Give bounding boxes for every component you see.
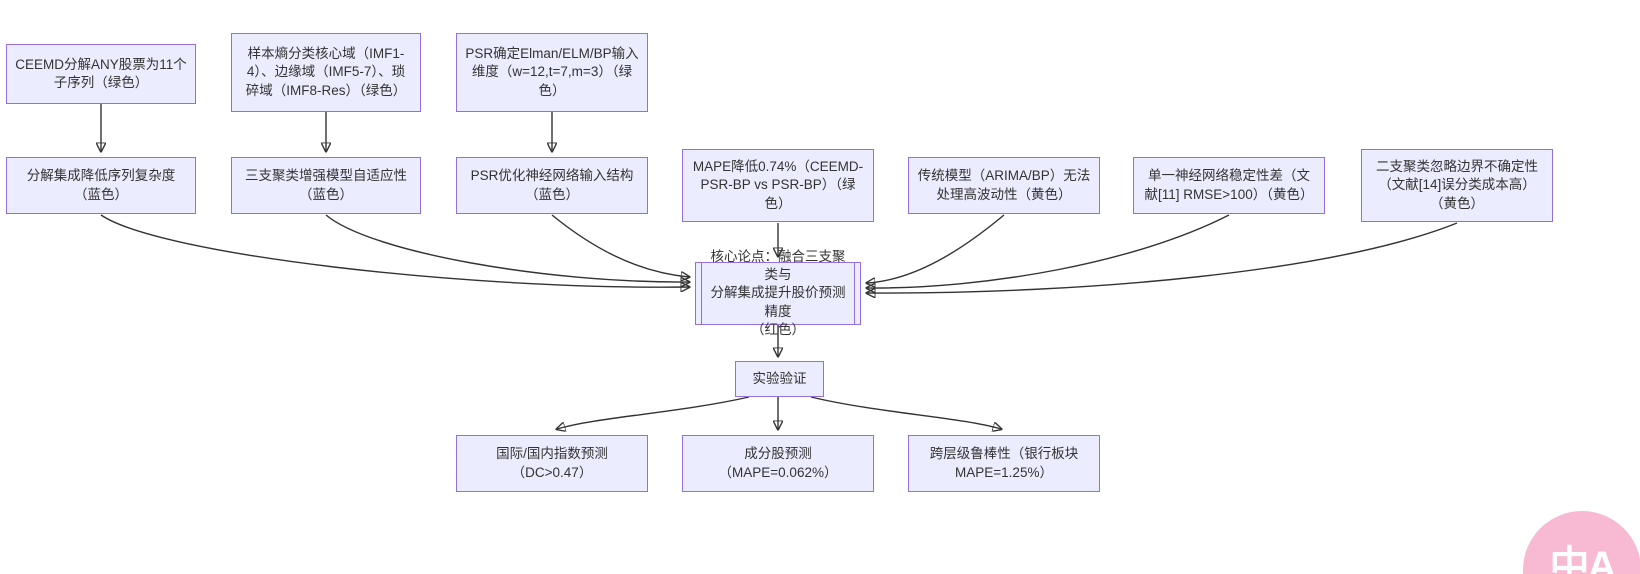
node-traditional-label: 传统模型（ARIMA/BP）无法 处理高波动性（黄色） (917, 168, 1091, 202)
node-experiment: 实验验证 (735, 361, 824, 397)
edge-psropt-core (551, 214, 689, 277)
node-psr-dim: PSR确定Elman/ELM/BP输入 维度（w=12,t=7,m=3）（绿 色… (456, 33, 648, 112)
node-experiment-label: 实验验证 (752, 370, 807, 386)
node-threeway: 三支聚类增强模型自适应性 （蓝色） (231, 157, 421, 214)
node-decomp-label: 分解集成降低序列复杂度 （蓝色） (26, 168, 176, 202)
edge-traditional-core (867, 214, 1005, 283)
edge-threeway-core (325, 214, 689, 282)
node-psr-opt-label: PSR优化神经网络输入结构 （蓝色） (470, 168, 634, 202)
node-psr-dim-label: PSR确定Elman/ELM/BP输入 维度（w=12,t=7,m=3）（绿 色… (465, 46, 639, 98)
node-traditional: 传统模型（ARIMA/BP）无法 处理高波动性（黄色） (908, 157, 1100, 214)
edge-decomp-core (100, 214, 689, 287)
node-mape-label: MAPE降低0.74%（CEEMD- PSR-BP vs PSR-BP）（绿 色… (692, 159, 864, 211)
edge-experiment-robust (810, 396, 1001, 429)
edge-experiment-indexpred (557, 396, 750, 429)
node-psr-opt: PSR优化神经网络输入结构 （蓝色） (456, 157, 648, 214)
node-ceemd-label: CEEMD分解ANY股票为11个 子序列（绿色） (15, 56, 187, 90)
node-sampen-label: 样本熵分类核心域（IMF1- 4）、边缘域（IMF5-7）、琐 碎域（IMF8-… (245, 46, 407, 98)
node-stock-pred: 成分股预测 （MAPE=0.062%） (682, 435, 874, 492)
node-index-pred: 国际/国内指数预测 （DC>0.47） (456, 435, 648, 492)
translate-badge-icon: 中A (1549, 544, 1617, 574)
node-core-thesis: 核心论点：融合三支聚类与 分解集成提升股价预测精度 （红色） (695, 249, 861, 337)
node-stock-pred-label: 成分股预测 （MAPE=0.062%） (718, 446, 838, 480)
edge-singlenn-core (867, 214, 1230, 288)
node-single-nn: 单一神经网络稳定性差（文 献[11] RMSE>100）（黄色） (1133, 157, 1325, 214)
node-core-thesis-label: 核心论点：融合三支聚类与 分解集成提升股价预测精度 （红色） (710, 248, 846, 337)
node-single-nn-label: 单一神经网络稳定性差（文 献[11] RMSE>100）（黄色） (1144, 168, 1314, 202)
node-ceemd: CEEMD分解ANY股票为11个 子序列（绿色） (6, 44, 196, 104)
node-robust: 跨层级鲁棒性（银行板块 MAPE=1.25%） (908, 435, 1100, 492)
node-decomp: 分解集成降低序列复杂度 （蓝色） (6, 157, 196, 214)
node-sampen: 样本熵分类核心域（IMF1- 4）、边缘域（IMF5-7）、琐 碎域（IMF8-… (231, 33, 421, 112)
translate-badge[interactable]: 中A (1523, 511, 1640, 574)
node-threeway-label: 三支聚类增强模型自适应性 （蓝色） (245, 168, 407, 202)
node-mape: MAPE降低0.74%（CEEMD- PSR-BP vs PSR-BP）（绿 色… (682, 149, 874, 222)
edge-twoway-core (867, 222, 1458, 293)
node-index-pred-label: 国际/国内指数预测 （DC>0.47） (496, 446, 608, 480)
node-robust-label: 跨层级鲁棒性（银行板块 MAPE=1.25%） (929, 446, 1079, 480)
node-twoway: 二支聚类忽略边界不确定性 （文献[14]误分类成本高） （黄色） (1361, 149, 1553, 222)
node-twoway-label: 二支聚类忽略边界不确定性 （文献[14]误分类成本高） （黄色） (1376, 159, 1538, 211)
